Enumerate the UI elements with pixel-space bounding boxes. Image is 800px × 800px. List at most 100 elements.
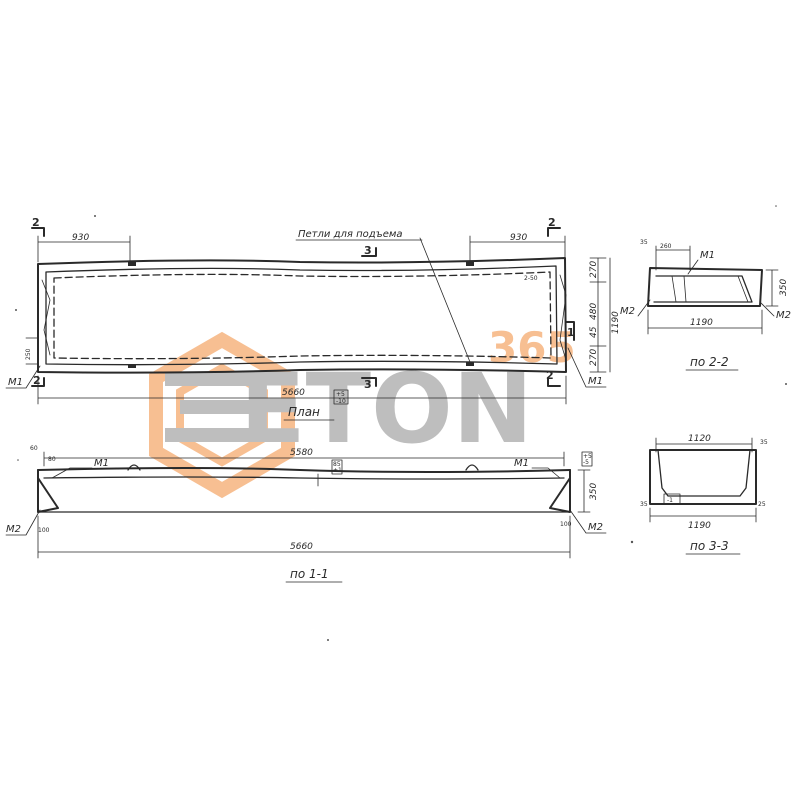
section-1-1-m2-right: М2 bbox=[588, 522, 603, 533]
plan-dim-930-left-line bbox=[37, 235, 131, 263]
watermark: ETON 365 bbox=[149, 323, 576, 499]
section-3-3-channel bbox=[657, 449, 751, 497]
section-1-1-top-flange bbox=[37, 467, 571, 473]
plan-dim-length: 5660 bbox=[282, 388, 305, 398]
plan-dim-270-top: 270 bbox=[589, 261, 599, 278]
section-3-3-dim-25: 25 bbox=[758, 501, 766, 508]
section-2-2-inner bbox=[653, 275, 753, 303]
section-1-1-m1-left: М1 bbox=[94, 458, 109, 469]
section-1-1-box-a-line1: 85 bbox=[333, 461, 341, 468]
section-2-2-dim-35: 35 bbox=[640, 239, 648, 246]
section-1-1-dim-total: 5660 bbox=[290, 542, 313, 552]
plan-section-3-bottom-mark bbox=[361, 377, 377, 387]
plan-section-3-bottom: 3 bbox=[364, 378, 372, 391]
plan-dim-930-right: 930 bbox=[510, 233, 527, 243]
section-1-1-left-end bbox=[37, 469, 59, 513]
section-1-1-box-a bbox=[331, 459, 343, 475]
plan-loop-mark-3 bbox=[128, 364, 136, 368]
plan-title: План bbox=[288, 405, 320, 419]
section-1-1-box-a-line2: +1 bbox=[333, 467, 342, 474]
section-2-2-rib-right bbox=[737, 275, 749, 303]
section-1-1-dim-100-left: 100 bbox=[38, 527, 50, 534]
plan-m1-left-leader bbox=[5, 365, 41, 389]
section-2-2-m2-right-leader bbox=[759, 301, 775, 317]
section-3-3-dim-1190: 1190 bbox=[688, 521, 711, 531]
section-3-3-dim-1120-line bbox=[655, 437, 753, 453]
plan-dim-left-small: 250 bbox=[25, 348, 32, 360]
section-2-2-view: 260 35 М1 350 1190 М2 М2 по 2-2 bbox=[620, 239, 791, 371]
section-1-1-m1-right-leader bbox=[531, 467, 561, 479]
plan-m1-left: М1 bbox=[8, 377, 23, 388]
plan-dim-45: 45 bbox=[589, 326, 599, 338]
plan-section-2-bottom-right: 2 bbox=[546, 369, 554, 382]
plan-loop-mark-1 bbox=[128, 262, 136, 266]
section-2-2-m1-leader bbox=[687, 259, 699, 275]
section-2-2-dim-350-line bbox=[765, 269, 779, 307]
plan-lifting-loops-label: Петли для подъема bbox=[298, 229, 403, 240]
section-1-1-dim-350: 350 bbox=[589, 483, 599, 500]
section-2-2-m1: М1 bbox=[700, 250, 715, 261]
plan-loop-mark-4 bbox=[466, 362, 474, 366]
watermark-hexagon-icon bbox=[149, 331, 295, 499]
plan-m1-right-leader bbox=[567, 347, 607, 388]
section-1-1-loop-right bbox=[465, 464, 479, 471]
plan-tolerance-box bbox=[333, 389, 349, 405]
watermark-brand: ETON bbox=[240, 353, 533, 465]
plan-left-small-dim bbox=[25, 337, 39, 365]
section-1-1-view: М1 М1 5580 5660 60 80 100 100 350 М2 М2 … bbox=[5, 445, 607, 583]
section-1-1-m1-right: М1 bbox=[514, 458, 529, 469]
section-3-3-dim-35-left: 35 bbox=[640, 501, 648, 508]
plan-dim-length-line bbox=[37, 375, 567, 405]
section-2-2-dim-1190: 1190 bbox=[690, 318, 713, 328]
section-1-1-box-b bbox=[581, 451, 593, 467]
section-3-3-box bbox=[663, 493, 681, 505]
plan-section-1: 1 bbox=[567, 326, 575, 339]
section-1-1-loop-left bbox=[127, 464, 141, 471]
section-2-2-dim-260-line bbox=[655, 245, 691, 271]
section-1-1-dim-inner-line bbox=[43, 451, 565, 467]
section-1-1-dim-inner: 5580 bbox=[290, 448, 313, 458]
section-1-1-m2-left: М2 bbox=[6, 524, 21, 535]
section-1-1-box-b-line1: +5 bbox=[583, 453, 592, 460]
section-3-3-dim-35-right: 35 bbox=[760, 439, 768, 446]
section-2-2-dim-260: 260 bbox=[660, 243, 672, 250]
plan-dim-2-50: 2-50 bbox=[524, 275, 538, 282]
section-1-1-dim-100-right: 100 bbox=[560, 521, 572, 528]
section-3-3-title: по 3-3 bbox=[690, 539, 729, 553]
plan-section-2-top-right: 2 bbox=[548, 216, 556, 229]
plan-section-3-top-mark bbox=[361, 247, 377, 257]
watermark-e-bar-top bbox=[165, 372, 250, 386]
plan-section-1-mark bbox=[565, 321, 575, 341]
section-3-3-dim-1190-line bbox=[649, 507, 757, 523]
section-1-1-dim-350-line bbox=[577, 469, 591, 513]
section-1-1-m1-left-leader bbox=[51, 467, 93, 479]
plan-loop-mark-2 bbox=[466, 262, 474, 266]
plan-box-label-b: -10 bbox=[336, 398, 346, 405]
plan-loops-leader bbox=[419, 237, 471, 363]
plan-dim-right-vert bbox=[589, 257, 607, 373]
section-2-2-profile bbox=[647, 267, 763, 307]
plan-box-label-a: +5 bbox=[336, 391, 345, 398]
section-3-3-profile bbox=[649, 449, 757, 505]
section-1-1-m2-left-leader bbox=[5, 509, 41, 536]
plan-section-2-top-left-mark bbox=[31, 227, 45, 237]
section-1-1-box-b-line2: -5 bbox=[583, 459, 589, 466]
plan-dim-1190: 1190 bbox=[611, 311, 621, 334]
plan-section-2-top-left: 2 bbox=[32, 216, 40, 229]
section-3-3-dim-1120: 1120 bbox=[688, 434, 711, 444]
plan-section-3-top: 3 bbox=[364, 244, 372, 257]
section-2-2-m2-right: М2 bbox=[776, 310, 791, 321]
section-1-1-right-end bbox=[549, 469, 571, 513]
section-2-2-dim-1190-line bbox=[647, 309, 763, 335]
section-3-3-box-label: -1 bbox=[667, 497, 673, 504]
section-2-2-m2-left-leader bbox=[637, 299, 651, 317]
section-3-3-view: 1120 35 35 25 -1 1190 по 3-3 bbox=[640, 434, 768, 555]
section-1-1-dim-total-line bbox=[37, 515, 571, 559]
plan-dashed-contour bbox=[53, 271, 552, 360]
plan-section-2-bottom-left: 2 bbox=[33, 374, 41, 387]
section-2-2-title: по 2-2 bbox=[690, 355, 729, 369]
plan-inner-rib bbox=[45, 265, 558, 366]
plan-section-2-bottom-right-mark bbox=[547, 377, 561, 387]
scan-specks bbox=[15, 205, 787, 641]
